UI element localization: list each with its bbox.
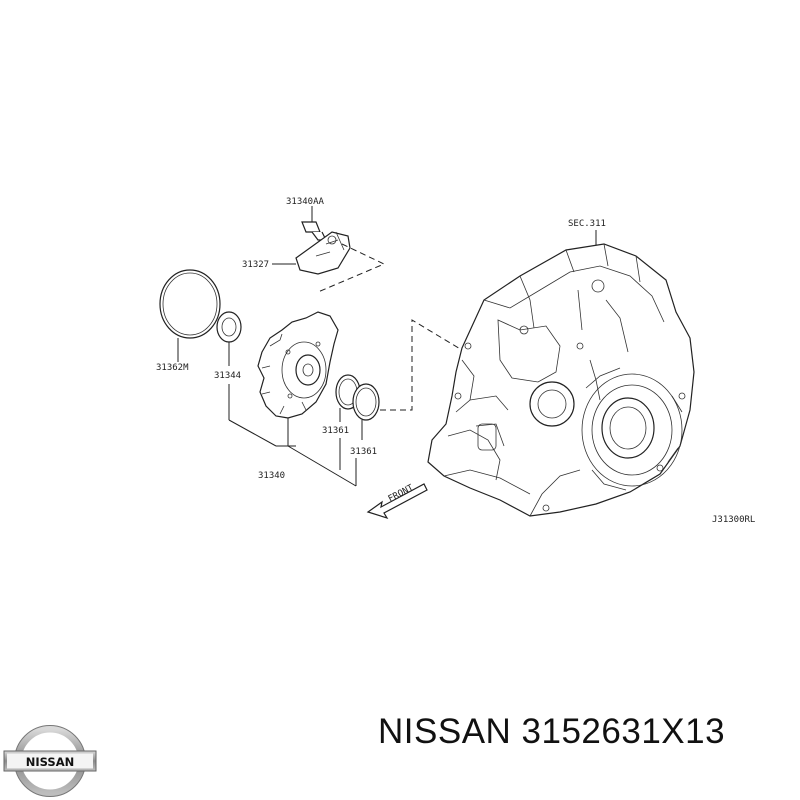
bolt-31340AA: 31340AA: [286, 197, 327, 241]
bracket-31327: 31327: [242, 231, 386, 293]
drawing-code: J31300RL: [712, 515, 755, 525]
oring-31362M: 31362M: [156, 269, 221, 373]
front-arrow: FRONT: [366, 483, 428, 520]
logo-text: NISSAN: [26, 755, 74, 769]
label-31361-b: 31361: [350, 447, 377, 457]
label-sec-311: SEC.311: [568, 219, 606, 229]
nissan-logo: NISSAN: [3, 725, 97, 797]
label-31344: 31344: [214, 371, 241, 381]
oil-pump-31340: 31340: [257, 311, 339, 481]
guide-line: [380, 319, 463, 411]
transmission-case: SEC.311: [427, 219, 695, 517]
label-31340AA: 31340AA: [286, 197, 325, 207]
part-caption: NISSAN 3152631X13: [378, 712, 726, 751]
seal-31344: 31344: [214, 311, 277, 447]
label-31361-a: 31361: [322, 426, 349, 436]
label-31340: 31340: [258, 471, 285, 481]
label-31327: 31327: [242, 260, 269, 270]
label-31362M: 31362M: [156, 363, 189, 373]
ring-31361-b: 31361: [287, 383, 380, 487]
